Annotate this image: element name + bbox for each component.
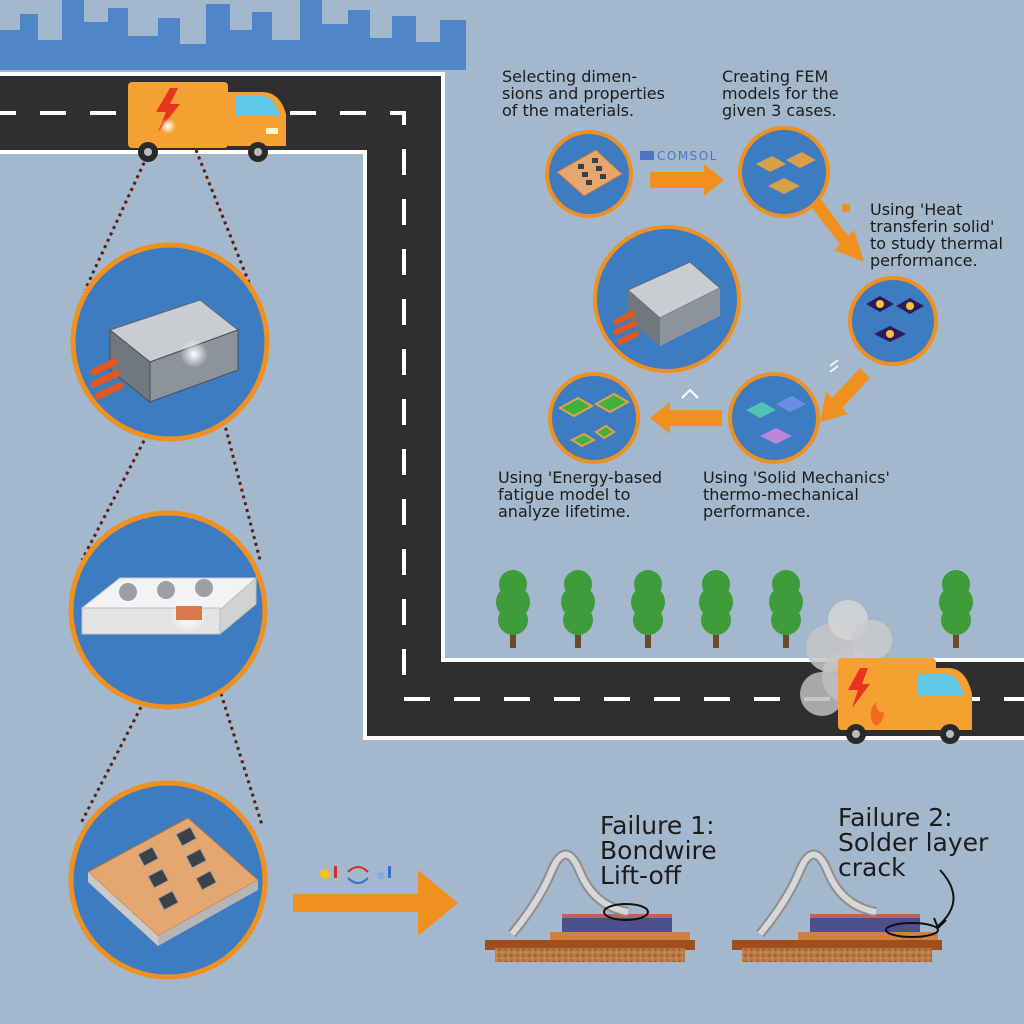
step-heat-transfer-text: Using 'Heat transferin solid' to study t… — [870, 200, 1003, 270]
failure-2-diagram — [732, 849, 955, 962]
svg-text:❄: ❄ — [376, 869, 386, 883]
step-select-materials-text: Selecting dimen- sions and properties of… — [502, 67, 665, 120]
step-fem-models-text: Creating FEM models for the given 3 case… — [722, 67, 839, 120]
step-arrows — [650, 164, 870, 434]
comsol-logo-text: COMSOL — [657, 149, 718, 163]
substrate-circle — [68, 780, 268, 980]
city-skyline — [0, 0, 466, 70]
comsol-logo: COMSOL — [640, 149, 718, 163]
step-fatigue-text: Using 'Energy-based fatigue model to ana… — [498, 468, 663, 521]
comsol-logo-icon — [640, 151, 654, 160]
failure-1-diagram — [485, 849, 695, 962]
step-solid-mechanics-text: Using 'Solid Mechanics' thermo-mechanica… — [703, 468, 890, 521]
step-circles — [545, 126, 938, 464]
power-module-circle — [68, 510, 268, 710]
tree-row — [496, 570, 973, 648]
failure-1-label: Failure 1: Bondwire Lift-off — [600, 811, 717, 890]
process-arrow: ❄ — [293, 866, 458, 936]
failure-2-label: Failure 2: Solder layer crack — [838, 803, 989, 882]
broken-truck — [800, 600, 972, 744]
inverter-circle — [70, 242, 270, 442]
delivery-truck-top — [128, 82, 286, 162]
